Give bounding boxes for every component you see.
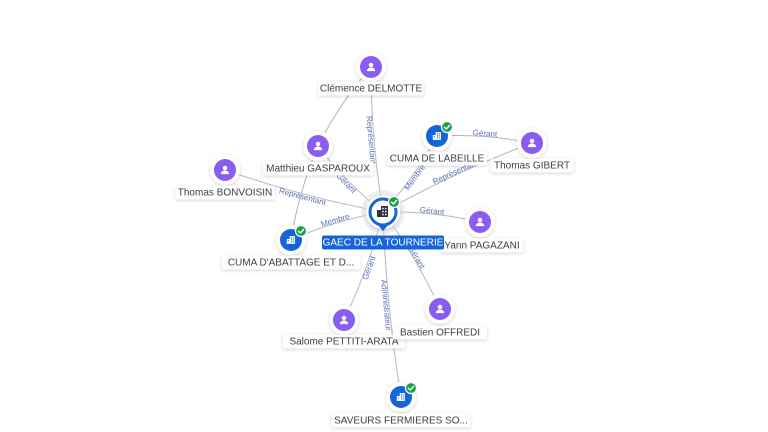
check-badge-icon [294, 224, 308, 238]
node-label-group: CUMA D'ABATTAGE ET D... [221, 255, 361, 270]
node-label-group: Thomas BONVOISIN [175, 185, 275, 200]
node-label: Matthieu GASPAROUX [266, 164, 370, 175]
person-node[interactable]: Thomas GIBERT [490, 128, 574, 173]
node-label-group: Matthieu GASPAROUX [262, 161, 374, 176]
label-box [318, 81, 424, 96]
node-label-group: CUMA DE LABEILLE [387, 151, 487, 166]
node-label-group: Salome PETTITI-ARATA [283, 334, 405, 349]
node-label: Thomas BONVOISIN [178, 188, 272, 199]
check-badge-icon [387, 195, 401, 209]
node-label-group: Yann PAGAZANI [440, 238, 524, 253]
pin-tip [377, 224, 389, 231]
edge-label: Représentant [365, 116, 378, 165]
node-label: Clémence DELMOTTE [320, 84, 423, 95]
node-label: GAEC DE LA TOURNERIE [323, 238, 444, 249]
node-label: Yann PAGAZANI [444, 241, 519, 252]
node-label: SAVEURS FERMIERES SO... [334, 416, 468, 427]
node-label-group: Thomas GIBERT [490, 158, 574, 173]
label-box [490, 158, 574, 173]
label-box [221, 255, 361, 270]
company-node[interactable]: CUMA DE LABEILLE [387, 120, 487, 166]
person-node[interactable]: Bastien OFFREDI [393, 294, 487, 340]
label-box [387, 151, 487, 166]
label-box [283, 334, 405, 349]
node-label: Salome PETTITI-ARATA [289, 337, 398, 348]
person-node[interactable]: Clémence DELMOTTE [318, 52, 424, 96]
node-label-group: Bastien OFFREDI [393, 325, 487, 340]
node-label-group: SAVEURS FERMIERES SO... [331, 413, 471, 428]
edge-label: Membre [403, 162, 428, 192]
node-label: CUMA DE LABEILLE [390, 154, 485, 165]
check-badge-icon [404, 381, 418, 395]
nodes-layer: Clémence DELMOTTE Matthieu GASPAROUX Thoma… [175, 52, 574, 428]
company-node[interactable]: CUMA D'ABATTAGE ET D... [221, 224, 361, 270]
node-label: Thomas GIBERT [494, 161, 570, 172]
edge-label: Membre [320, 212, 351, 229]
label-box [331, 413, 471, 428]
relation-edge [382, 211, 402, 398]
person-node[interactable]: Thomas BONVOISIN [175, 155, 275, 200]
company-node[interactable]: GAEC DE LA TOURNERIE [322, 190, 444, 250]
node-label-group: Clémence DELMOTTE [318, 81, 424, 96]
company-icon [377, 206, 388, 217]
company-node[interactable]: SAVEURS FERMIERES SO... [331, 381, 471, 428]
label-box [322, 235, 444, 250]
node-label: CUMA D'ABATTAGE ET D... [228, 258, 354, 269]
edge-label: Gérant [361, 254, 378, 281]
person-node[interactable]: Matthieu GASPAROUX [262, 131, 374, 176]
person-node[interactable]: Salome PETTITI-ARATA [283, 305, 405, 349]
node-label: Bastien OFFREDI [400, 328, 480, 339]
person-node[interactable]: Yann PAGAZANI [440, 207, 524, 253]
label-box [393, 325, 487, 340]
check-badge-icon [440, 120, 454, 134]
label-box [440, 238, 524, 253]
edge-label: Gérant [472, 128, 498, 139]
edge-label: Gérant [419, 205, 445, 217]
edge-label: Administrateur [379, 279, 393, 332]
label-box [175, 185, 275, 200]
node-label-group: GAEC DE LA TOURNERIE [322, 235, 444, 250]
label-box [262, 161, 374, 176]
